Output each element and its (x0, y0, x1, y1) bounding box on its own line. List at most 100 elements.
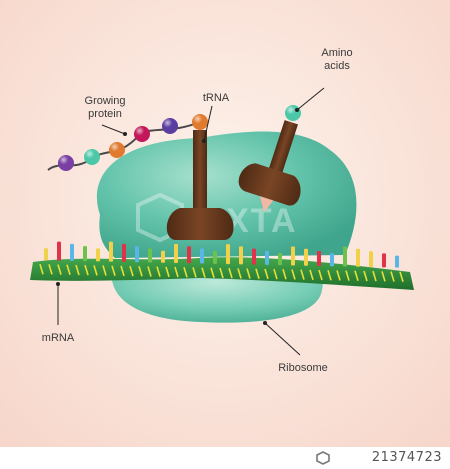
mrna-tick (129, 265, 134, 277)
mrna-tick (264, 268, 269, 280)
codon-base (148, 248, 152, 263)
codon-base (44, 248, 48, 261)
mrna-tick (84, 264, 89, 276)
mrna-tick (237, 268, 242, 279)
codon-base (343, 246, 347, 267)
codon-base (96, 248, 100, 262)
codon-base (356, 248, 360, 267)
protein-bead (84, 149, 100, 165)
mrna-backbone-ticks (39, 263, 404, 282)
mrna-tick (66, 264, 71, 276)
mrna-tick (255, 268, 260, 279)
protein-bead (162, 118, 178, 134)
mrna-tick (75, 264, 80, 276)
mrna-tick (282, 269, 287, 280)
codon-base (213, 250, 217, 264)
mrna-tick (318, 269, 323, 281)
codon-base (187, 246, 191, 264)
protein-bead (109, 142, 125, 158)
codon-base (304, 248, 308, 266)
mrna-tick (192, 267, 197, 278)
trna-stem (193, 130, 207, 210)
codon-base (122, 243, 126, 262)
codon-base (135, 246, 139, 263)
leader-dot-growing-protein (123, 132, 127, 136)
mrna-tick (300, 269, 305, 280)
stock-id: 21374723 (371, 450, 442, 465)
label-mrna: mRNA (41, 332, 75, 344)
growing-protein-chain (58, 114, 208, 171)
codon-base (278, 253, 282, 266)
mrna-codons (44, 241, 399, 268)
protein-bead (134, 126, 150, 142)
leader-line-growing-protein (101, 124, 126, 135)
label-growing-protein-line1: Growing (84, 95, 126, 107)
label-growing-protein: Growing protein (76, 95, 134, 121)
mrna-tick (183, 266, 188, 278)
codon-base (161, 250, 165, 263)
mrna-tick (273, 268, 278, 280)
codon-base (239, 246, 243, 265)
codon-base (382, 253, 386, 268)
amino-acid-bead (285, 105, 301, 121)
mrna-tick (120, 265, 125, 277)
trna-body (166, 208, 234, 240)
mrna-tick (291, 269, 296, 280)
trna-stem-incoming (266, 120, 298, 182)
mrna-tick (363, 270, 368, 282)
pixta-logo-icon (316, 451, 330, 465)
mrna-tick (246, 268, 251, 279)
leader-line-amino-acids (296, 87, 325, 111)
codon-base (174, 244, 178, 263)
codon-base (226, 244, 230, 265)
mrna-tick (102, 265, 107, 276)
leader-dot-amino-acids (295, 108, 299, 112)
mrna-tick (111, 265, 116, 276)
trna-body-incoming (238, 163, 301, 206)
mrna-tick (93, 265, 98, 276)
codon-base (291, 246, 295, 266)
mrna-tick (399, 271, 404, 282)
trna-p-site (166, 130, 234, 240)
leader-dot-ribosome (263, 321, 267, 325)
codon-base (252, 248, 256, 265)
mrna-tick (381, 271, 386, 282)
mrna-tick (345, 270, 350, 281)
codon-base (109, 241, 113, 262)
leader-line-ribosome (264, 322, 301, 356)
label-amino-acids: Amino acids (312, 47, 362, 73)
mrna-tick (327, 269, 332, 281)
mrna-tick (147, 266, 152, 277)
mrna-tick (165, 266, 170, 278)
label-growing-protein-line2: protein (88, 108, 122, 120)
codon-base (395, 255, 399, 268)
mrna-tick (372, 270, 377, 282)
mrna-tick (57, 264, 62, 275)
codon-base (369, 251, 373, 268)
codon-base (83, 246, 87, 262)
leader-line-trna (203, 105, 213, 142)
codon-base (200, 248, 204, 264)
trna-anticodon-tip (259, 196, 274, 213)
codon-base (330, 253, 334, 267)
ribosome-large-subunit (96, 131, 357, 258)
mrna-tick (48, 264, 53, 275)
mrna-tick (336, 270, 341, 281)
trna-a-site (238, 120, 301, 213)
mrna-tick (354, 270, 359, 282)
codon-base (57, 241, 61, 261)
mrna-tick (138, 266, 143, 277)
mrna-tick (210, 267, 215, 279)
label-trna: tRNA (202, 92, 230, 104)
codon-base (70, 243, 74, 261)
mrna-tick (174, 266, 179, 278)
mrna-tick (390, 271, 395, 282)
mrna-tick (228, 267, 233, 279)
label-amino-acids-line2: acids (324, 60, 350, 72)
mrna-tick (309, 269, 314, 281)
label-amino-acids-line1: Amino (321, 47, 353, 59)
mrna-tick (219, 267, 224, 279)
label-ribosome: Ribosome (278, 362, 328, 374)
protein-bead (58, 155, 74, 171)
